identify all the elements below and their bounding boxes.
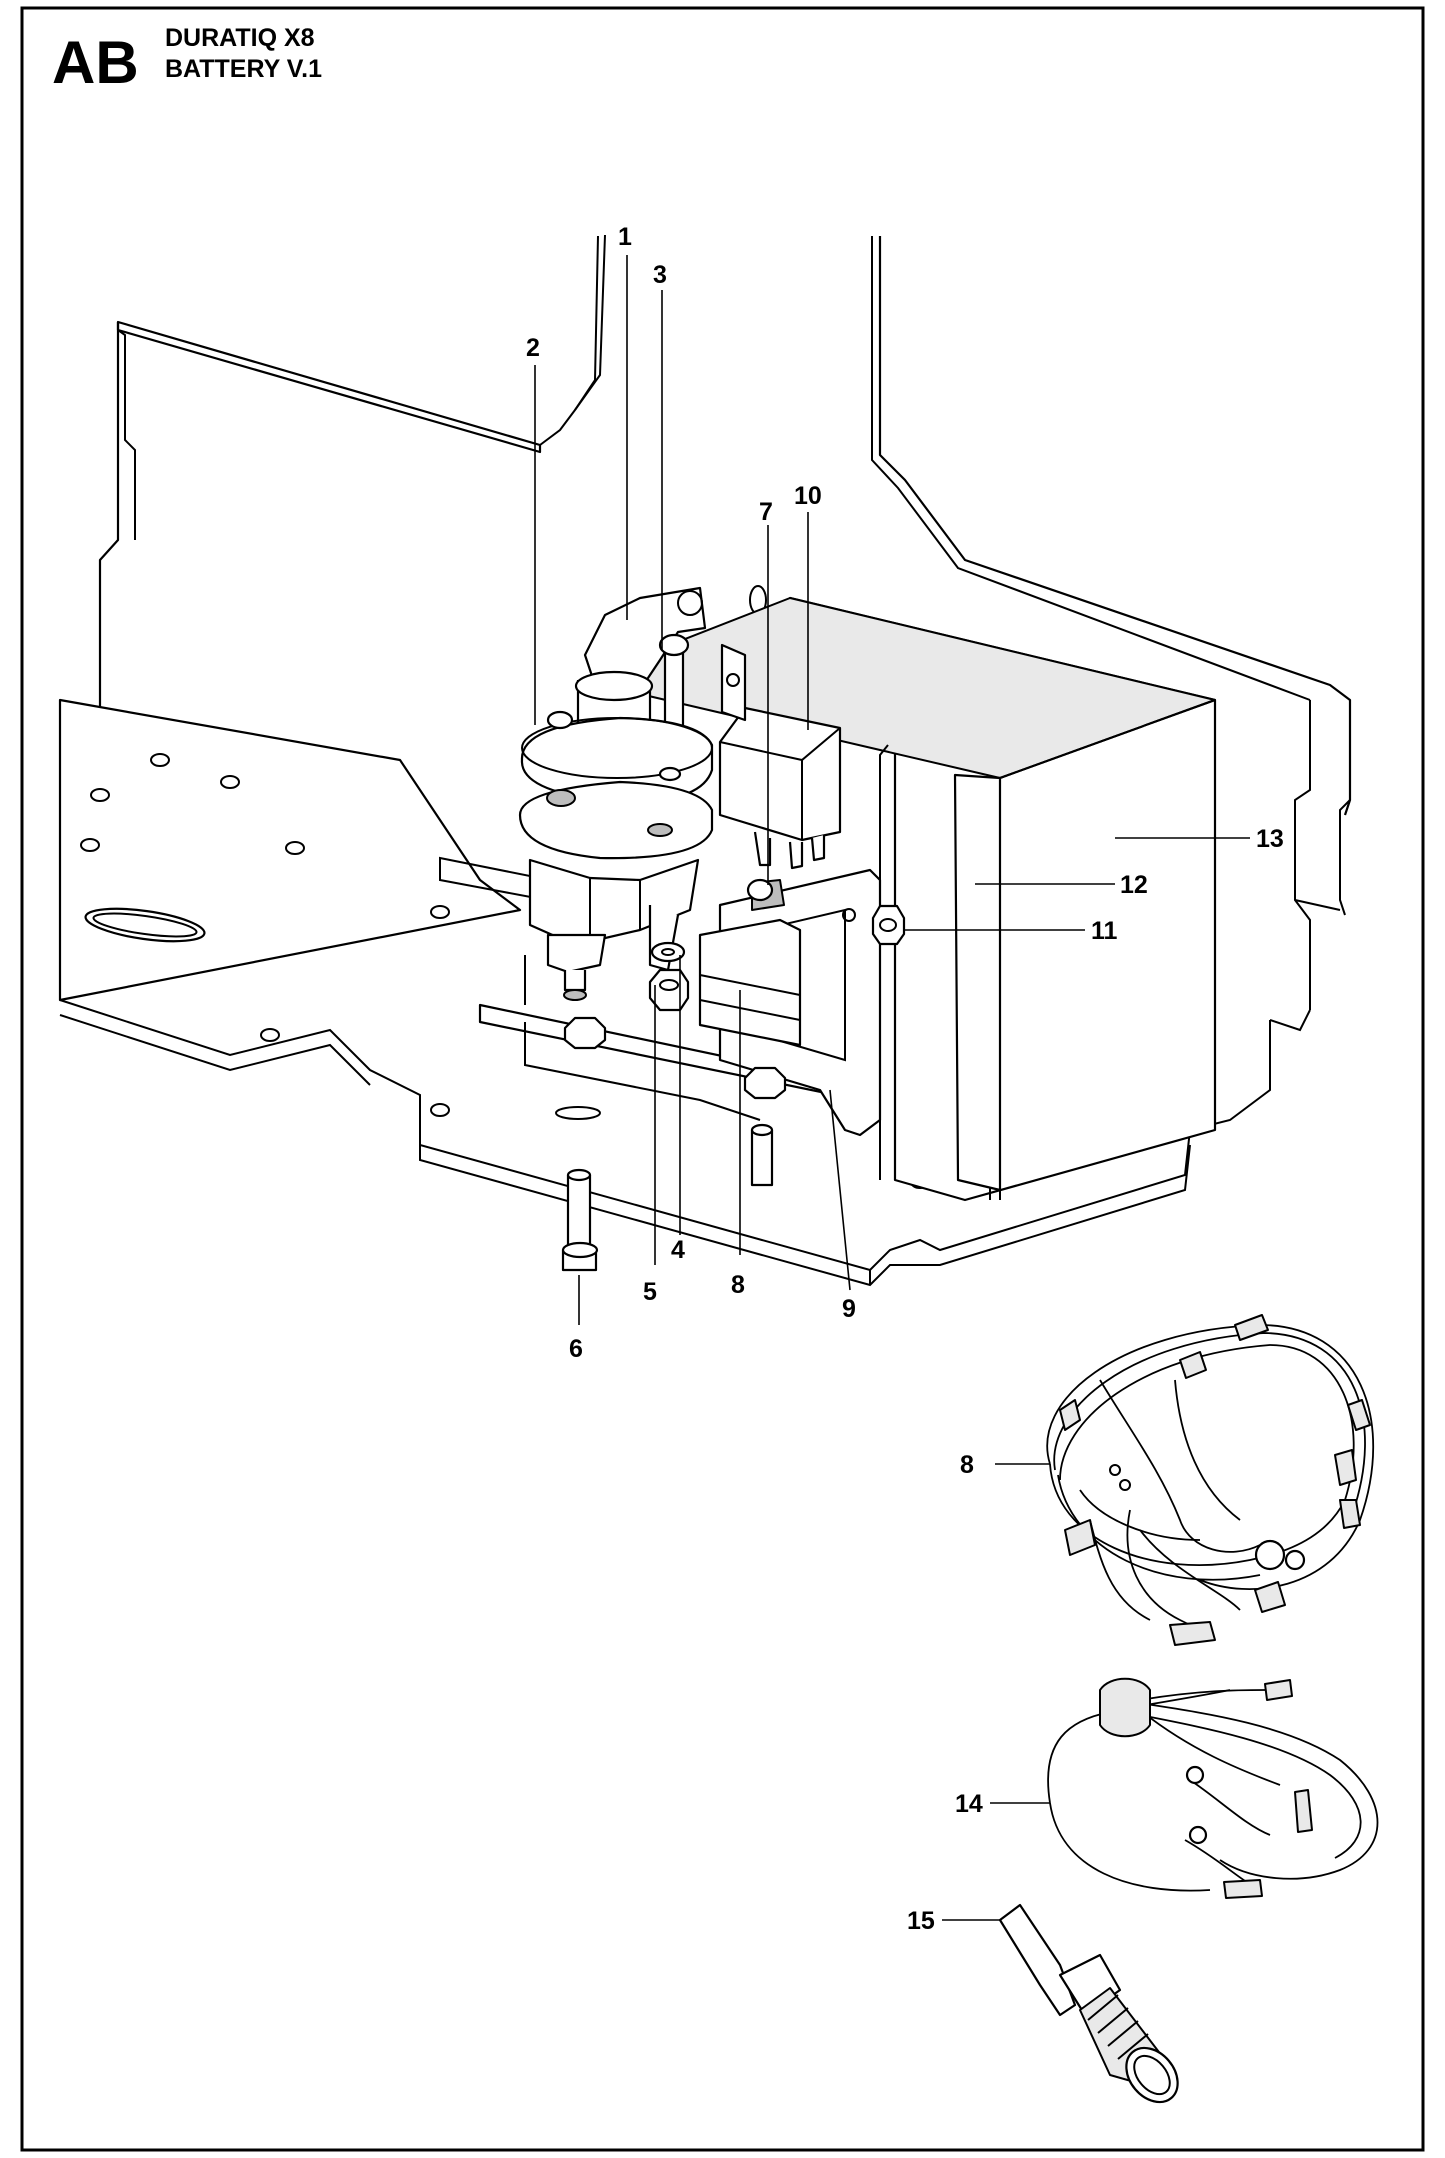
section-code: AB [52,29,139,96]
callout-7: 7 [759,498,773,526]
callout-11: 11 [1091,917,1118,945]
wiring-harness [1046,1314,1374,1646]
callout-6: 6 [569,1335,583,1363]
relay [718,643,842,870]
connector [998,1903,1179,2104]
callout-3: 3 [653,261,667,289]
callout-15: 15 [907,1907,935,1935]
diagram-subtitle: BATTERY V.1 [165,55,322,83]
callout-14: 14 [955,1790,983,1818]
callout-12: 12 [1120,871,1148,899]
callout-1: 1 [618,223,632,251]
page-border [20,6,1425,2152]
callout-4: 4 [671,1236,685,1264]
leader-lines [534,255,1250,1921]
callout-13: 13 [1256,825,1284,853]
fuse-connector [698,878,802,1047]
callout-8-harness: 8 [960,1451,974,1479]
hardware [561,904,906,1272]
chassis-frame [58,234,1352,1287]
callout-2: 2 [526,334,540,362]
callout-labels: 1 2 3 4 5 6 7 8 9 10 11 12 13 8 14 15 [526,223,1284,1935]
main-switch [518,586,714,1001]
callout-10: 10 [794,482,822,510]
cable [1047,1677,1379,1899]
callout-8: 8 [731,1271,745,1299]
battery [579,596,1217,1202]
model-name: DURATIQ X8 [165,24,315,52]
callout-9: 9 [842,1295,856,1323]
callout-5: 5 [643,1278,657,1306]
